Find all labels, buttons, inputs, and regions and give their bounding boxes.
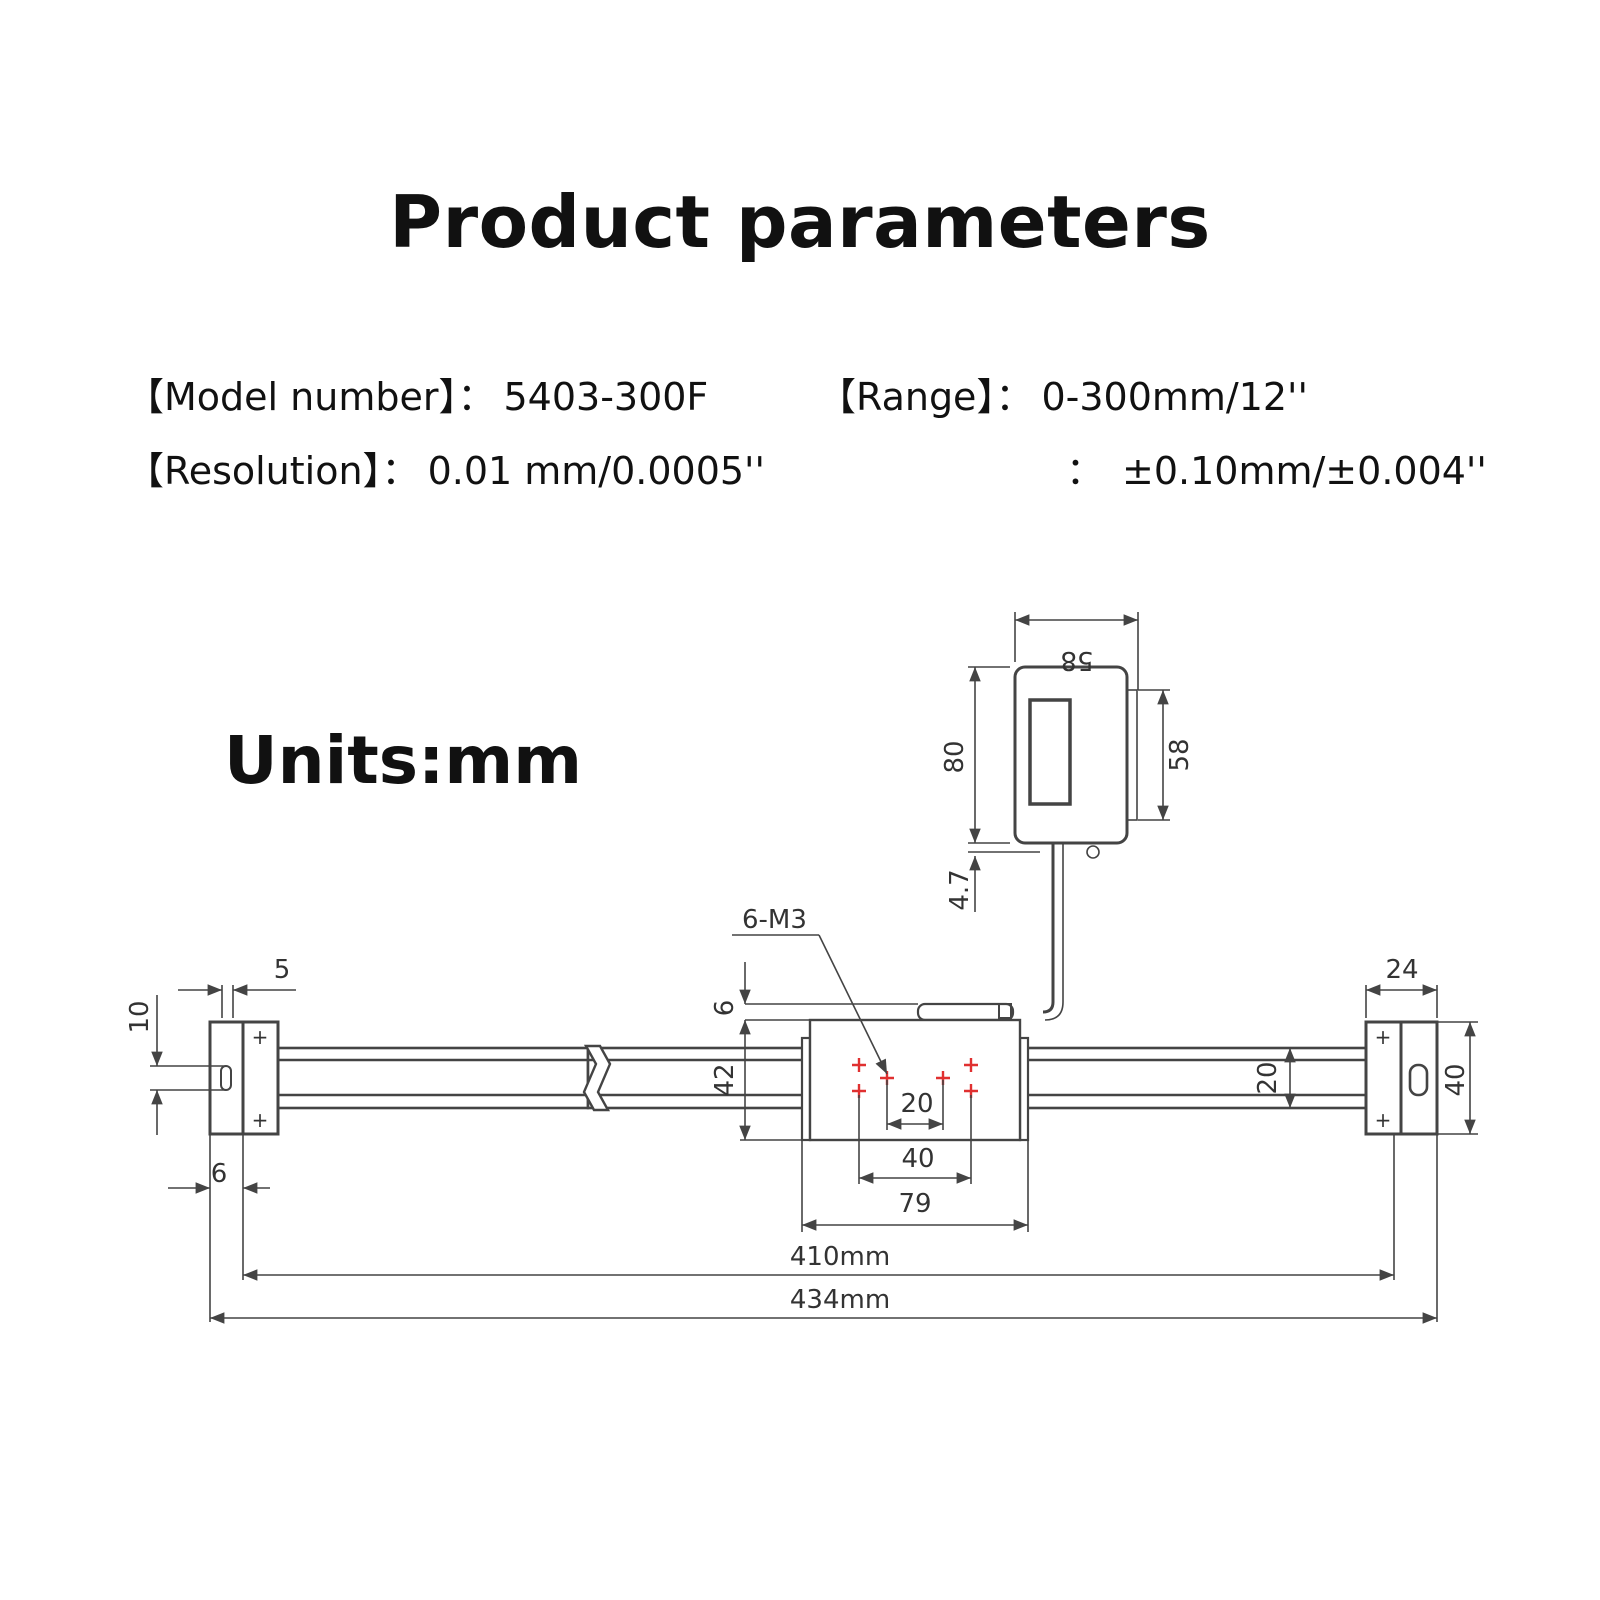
dimension-rail-offset: 6 — [710, 962, 918, 1021]
model-number-param: 【Model number】：5403-300F — [126, 366, 708, 421]
dimension-hole-spacing: 40 — [858, 1095, 972, 1184]
dimension-display-width: 58 — [1014, 612, 1139, 690]
dim-display-width: 58 — [1060, 645, 1093, 675]
dimension-total-length: 434mm — [210, 1134, 1438, 1324]
resolution-value: 0.01 mm/0.0005'' — [427, 449, 765, 493]
dim-bracket-base: 6 — [211, 1159, 228, 1189]
accuracy-value: ±0.10mm/±0.004'' — [1122, 449, 1487, 493]
dimension-bracket-height: 40 — [1437, 1021, 1478, 1135]
dim-bracket-height: 40 — [1441, 1063, 1471, 1096]
page-title: Product parameters — [389, 180, 1211, 264]
range-label: 【Range】： — [818, 375, 1034, 419]
display-connector — [1086, 845, 1100, 859]
dim-rail-offset: 6 — [710, 1000, 740, 1017]
reader-head — [800, 1002, 1030, 1142]
range-param: 【Range】：0-300mm/12'' — [818, 366, 1308, 421]
dim-display-height-right: 58 — [1165, 738, 1195, 771]
dimension-rail-height: 20 — [1253, 1048, 1296, 1108]
reader-body — [808, 1018, 1022, 1142]
dim-hole-spacing-small: 20 — [900, 1089, 933, 1119]
model-number-label: 【Model number】： — [126, 375, 496, 419]
dim-display-height: 80 — [940, 740, 970, 773]
dimension-bracket-width: 24 — [1365, 955, 1438, 1018]
display-side-panel — [1126, 689, 1138, 821]
range-value: 0-300mm/12'' — [1041, 375, 1308, 419]
plus-icon: + — [252, 1108, 269, 1132]
display-unit — [1013, 665, 1138, 1021]
right-end-bracket: + + — [1364, 1020, 1439, 1136]
dim-reader-width: 79 — [898, 1189, 931, 1219]
display-cable — [1042, 843, 1055, 1014]
dimension-bracket-thickness: 5 — [178, 955, 296, 1018]
right-bracket-slot — [1408, 1063, 1429, 1097]
accuracy-label: ： — [1066, 449, 1105, 493]
display-cable-inner — [1044, 843, 1064, 1021]
dimension-bracket-base: 6 — [168, 1134, 270, 1322]
plus-icon: + — [1375, 1025, 1392, 1049]
display-screen — [1028, 698, 1072, 806]
dim-reader-height: 42 — [710, 1063, 740, 1096]
dimension-display-height: 80 — [940, 666, 1010, 844]
dim-total-length: 434mm — [790, 1285, 890, 1315]
plus-icon: + — [252, 1025, 269, 1049]
dimension-bracket-slot: 10 — [125, 995, 226, 1135]
accuracy-param: ： ±0.10mm/±0.004'' — [1066, 440, 1487, 495]
plus-icon: + — [1375, 1108, 1392, 1132]
dimension-reader-width: 79 — [801, 1140, 1029, 1232]
dim-rail-height: 20 — [1253, 1061, 1283, 1094]
units-label: Units:mm — [224, 722, 582, 799]
dim-holes: 6-M3 — [742, 905, 807, 935]
dim-display-offset: 4.7 — [945, 869, 975, 910]
model-number-value: 5403-300F — [503, 375, 709, 419]
holes-callout: 6-M3 — [732, 905, 888, 1075]
dimension-hole-spacing-small: 20 — [886, 1080, 944, 1130]
resolution-label: 【Resolution】： — [126, 449, 420, 493]
dimension-display-offset: 4.7 — [945, 851, 1040, 912]
dimension-display-height-right: 58 — [1138, 689, 1195, 821]
rail-break-mark — [582, 1044, 612, 1112]
left-end-bracket: + + — [208, 1020, 280, 1136]
dim-hole-spacing: 40 — [901, 1144, 934, 1174]
dim-bracket-width: 24 — [1385, 955, 1418, 985]
dim-mount-length: 410mm — [790, 1242, 890, 1272]
dimension-mount-length: 410mm — [242, 1134, 1395, 1281]
dim-bracket-thickness: 5 — [274, 955, 291, 985]
rail-body-left — [276, 1046, 590, 1110]
resolution-param: 【Resolution】：0.01 mm/0.0005'' — [126, 440, 765, 495]
dim-bracket-slot: 10 — [125, 1000, 155, 1033]
dimension-reader-height: 42 — [710, 1020, 802, 1141]
